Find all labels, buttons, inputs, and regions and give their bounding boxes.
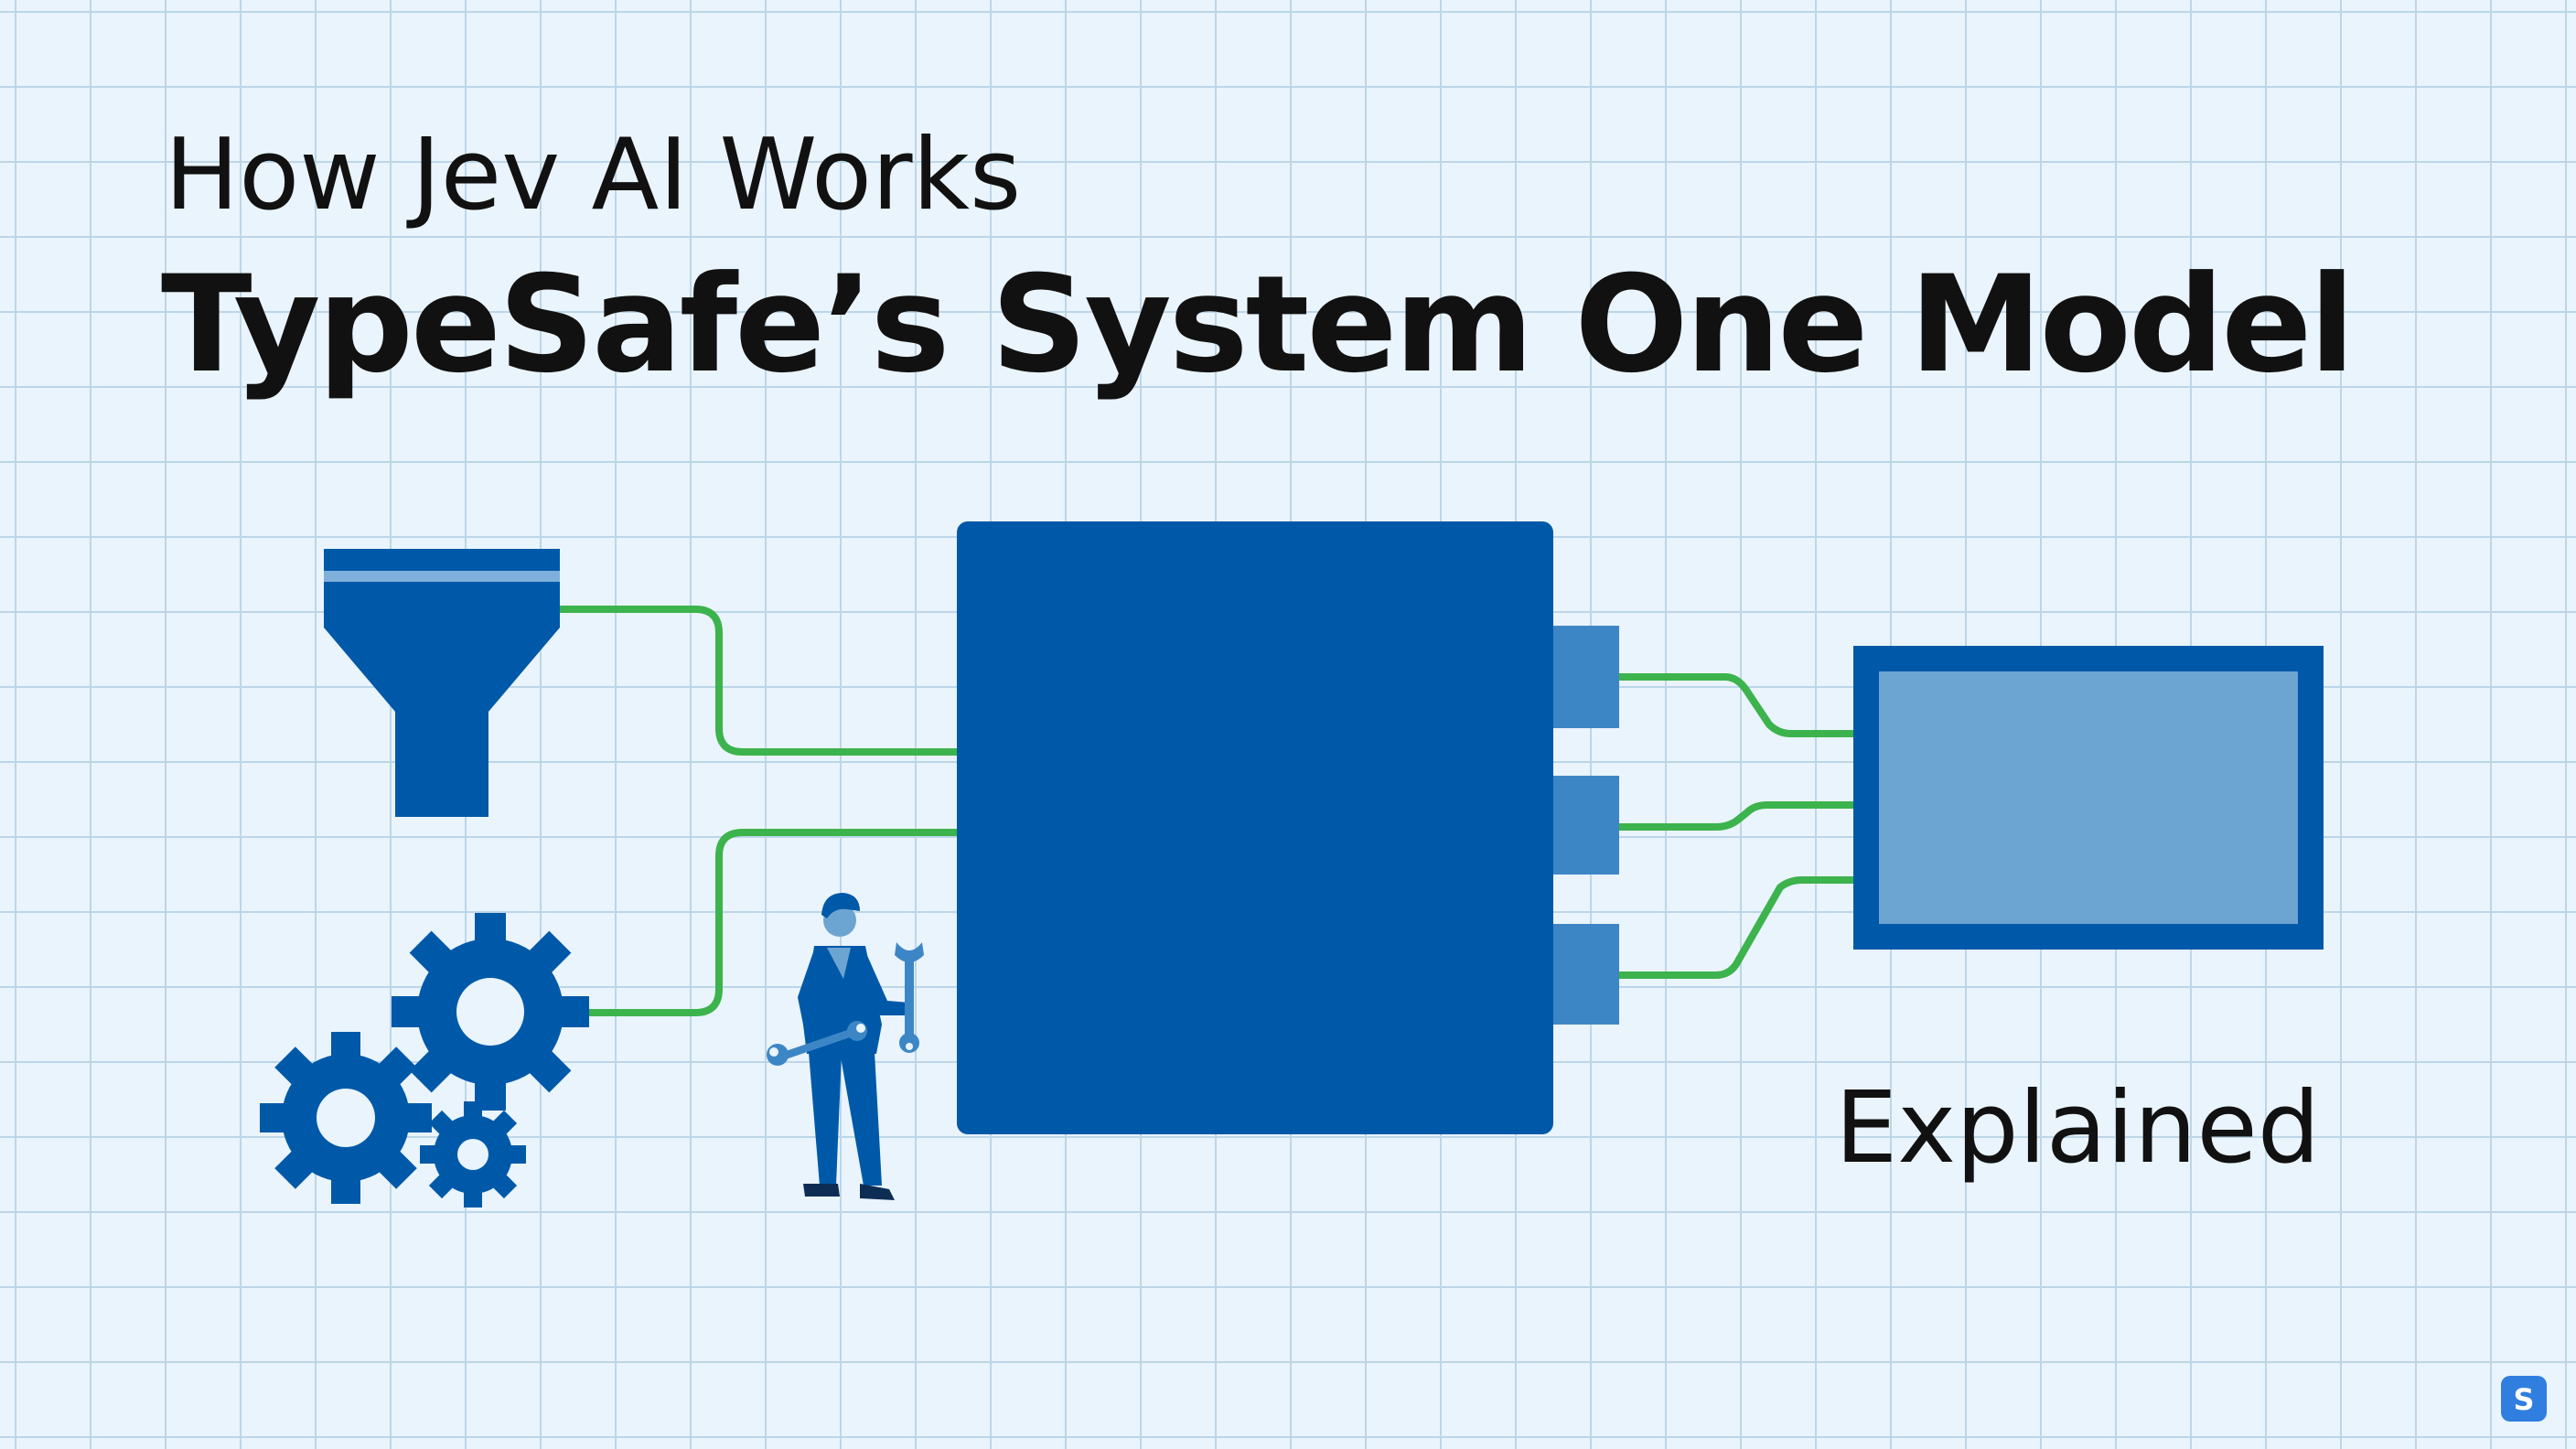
connector-port-1-to-display [1615,673,1857,737]
central-processor-block [957,521,1553,1134]
heading-title: TypeSafe’s System One Model [161,247,2355,402]
connector-funnel-to-processor [556,606,961,756]
connector-gears-to-processor [582,829,961,1016]
logo-glyph: S [2513,1382,2534,1417]
output-port-3 [1553,924,1619,1025]
connector-port-2-to-display [1615,801,1857,831]
heading-subtitle: How Jev AI Works [165,118,1022,232]
gear-small-icon [420,1101,526,1208]
output-port-1 [1553,626,1619,728]
typesafe-logo-icon[interactable]: S [2501,1376,2547,1422]
explained-label: Explained [1835,1071,2321,1186]
output-display [1853,646,2324,950]
gears-icon [260,913,589,1208]
output-port-2 [1553,776,1619,875]
output-ports [1553,626,1619,1025]
connector-lines [556,606,1857,1016]
gear-large-icon [392,913,589,1111]
engineer-with-wrenches-icon [767,893,924,1200]
connector-port-3-to-display [1615,876,1857,979]
gear-medium-icon [260,1032,432,1204]
funnel-icon [324,549,560,817]
